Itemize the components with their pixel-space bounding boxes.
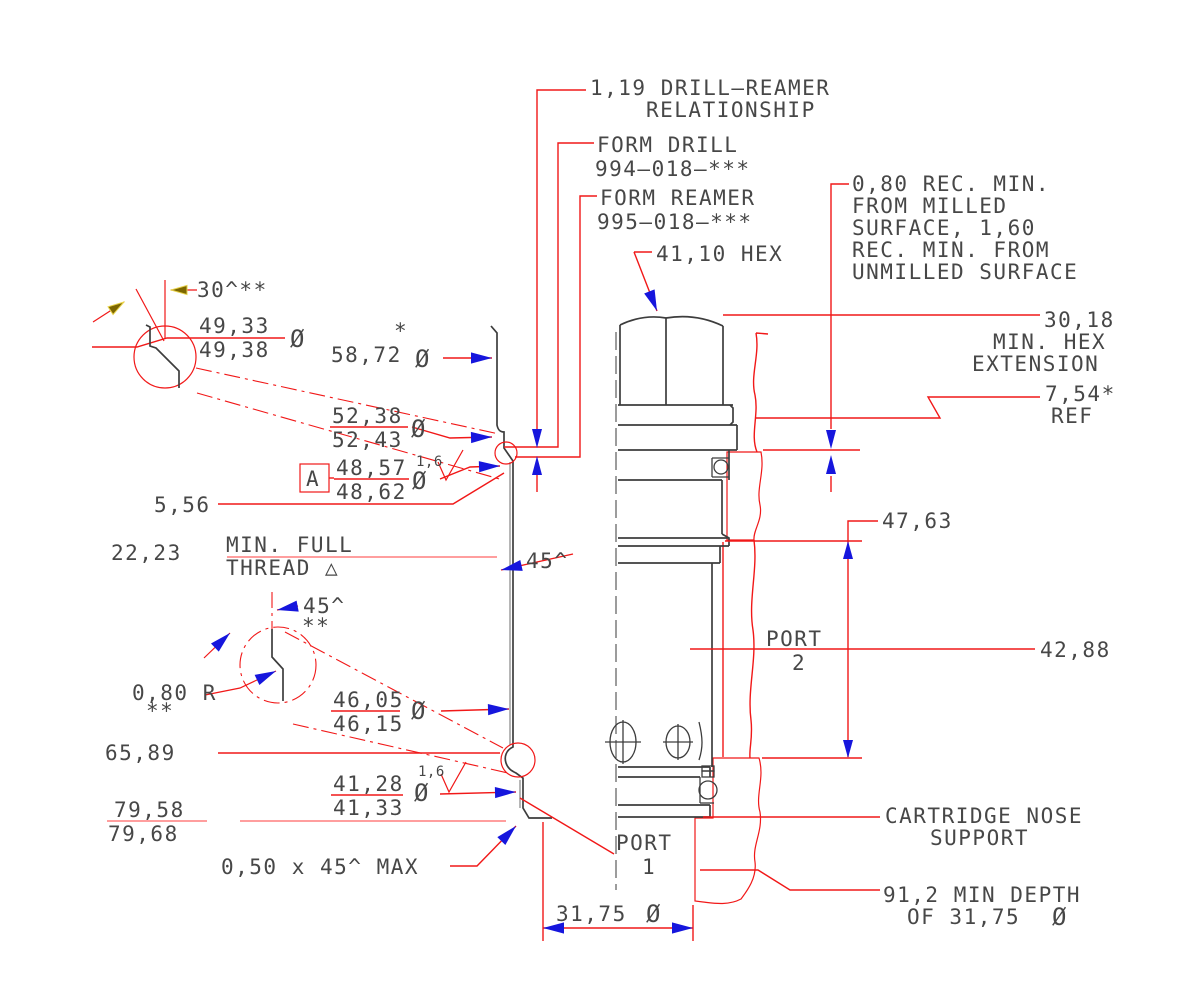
note-thread-line2: THREAD △	[226, 556, 339, 580]
dim-49-dia-symbol: Ø	[290, 325, 306, 353]
dim-angle-45-detail-line2: **	[302, 614, 330, 638]
cartridge-valve-body	[605, 315, 738, 818]
dim-79-lower: 79,68	[108, 822, 179, 846]
dim-48-lower: 48,62	[336, 480, 407, 504]
datum-a-box	[299, 463, 330, 493]
label-port2-line2: 2	[792, 651, 806, 675]
dim-48-upper: 48,57	[336, 456, 407, 480]
dim-radius-080-line2: **	[146, 699, 174, 723]
dim-52-lower: 52,43	[332, 428, 403, 452]
callout-hex: 41,10 HEX	[656, 242, 783, 266]
port2-dim-arrow-up	[843, 541, 853, 559]
dim-49-lower: 49,38	[199, 338, 270, 362]
detail-45deg-undercut	[203, 592, 536, 778]
undercut-groove-mark	[500, 742, 536, 778]
dim-hex-extension-value: 30,18	[1044, 308, 1115, 332]
dim-angle-45-thread: 45^	[526, 549, 568, 573]
dimension-lines	[92, 89, 1040, 941]
cross-drilled-ports	[605, 720, 703, 764]
callout-form-reamer-line1: FORM REAMER	[600, 186, 756, 210]
callout-drill-reamer-line2: RELATIONSHIP	[646, 98, 816, 122]
dim-49-upper: 49,33	[199, 314, 270, 338]
dim-31-75-dia-symbol: Ø	[646, 900, 662, 928]
dim-52-dia-symbol: Ø	[411, 415, 427, 443]
dim-ref-value: 7,54*	[1045, 382, 1116, 406]
surface-finish-symbol-48	[437, 449, 464, 482]
dim-angle-45-detail-line1: 45^	[303, 594, 345, 618]
dim-31-75: 31,75	[556, 902, 627, 926]
note-recess-line5: UNMILLED SURFACE	[852, 260, 1078, 284]
dim-52-upper: 52,38	[332, 404, 403, 428]
callout-form-reamer-line2: 995–018–***	[597, 210, 753, 234]
recess-arrow-upper	[826, 430, 836, 449]
dim-ref-label: REF	[1051, 404, 1093, 428]
note-recess-line3: SURFACE, 1,60	[852, 216, 1036, 240]
label-port1-line1: PORT	[616, 831, 673, 855]
port2-wall-break-line	[749, 539, 756, 759]
dim-58-dia-symbol: Ø	[415, 345, 431, 373]
dim-hex-extension-line3: EXTENSION	[972, 352, 1099, 376]
dim-58-star: *	[394, 319, 408, 343]
dim-41-upper: 41,28	[333, 772, 404, 796]
datum-a-letter: A	[306, 467, 320, 491]
dim-41-finish: 1,6	[418, 764, 445, 780]
note-nose-support-line1: CARTRIDGE NOSE	[885, 804, 1083, 828]
note-min-depth-dia-symbol: Ø	[1052, 903, 1068, 931]
port2-dim-arrow-down	[843, 740, 853, 758]
callout-form-drill-line2: 994–018–***	[595, 157, 751, 181]
dim-79-upper: 79,58	[114, 798, 185, 822]
light-dimension-lines	[107, 556, 506, 822]
lower-land-hatch	[694, 757, 762, 905]
dim-radius-080-line1: 0,80 R	[132, 681, 217, 705]
dim-47-63: 47,63	[882, 509, 953, 533]
dim-5-56: 5,56	[154, 493, 211, 517]
callout-drill-reamer-line1: 1,19 DRILL—REAMER	[590, 76, 830, 100]
dim-angle-30: 30^**	[197, 278, 268, 302]
note-min-depth-line1: 91,2 MIN DEPTH	[883, 883, 1081, 907]
dim-hex-extension-line2: MIN. HEX	[993, 330, 1106, 354]
drill-reamer-arrow-upper	[532, 429, 542, 448]
note-nose-support-line2: SUPPORT	[930, 826, 1029, 850]
nose-oring-assembly	[698, 765, 718, 804]
detail-30deg-corner	[92, 280, 518, 481]
dim-65-89: 65,89	[105, 741, 176, 765]
drill-reamer-arrow-lower	[532, 456, 542, 475]
annotations: 1,19 DRILL—REAMER RELATIONSHIP FORM DRIL…	[105, 76, 1116, 931]
dim-48-dia-symbol: Ø	[412, 467, 428, 495]
unmilled-step-break-line	[752, 332, 769, 453]
detail-views	[92, 280, 536, 778]
recess-arrow-lower	[826, 455, 836, 474]
dim-42-88: 42,88	[1040, 638, 1111, 662]
dim-48-finish: 1,6	[416, 454, 443, 470]
note-recess-line2: FROM MILLED	[852, 194, 1008, 218]
label-port1-line2: 1	[642, 855, 656, 879]
dim-58-value: 58,72	[331, 343, 402, 367]
note-recess-line4: REC. MIN. FROM	[852, 238, 1050, 262]
upper-land-hatch	[726, 451, 763, 541]
note-recess-line1: 0,80 REC. MIN.	[852, 172, 1050, 196]
label-port2-line1: PORT	[766, 627, 823, 651]
dim-22-23: 22,23	[111, 541, 182, 565]
note-thread-line1: MIN. FULL	[226, 533, 353, 557]
dim-chamfer-050: 0,50 x 45^ MAX	[221, 855, 419, 879]
dim-46-dia-symbol: Ø	[411, 697, 427, 725]
dim-46-upper: 46,05	[333, 688, 404, 712]
surface-finish-symbol-41	[440, 761, 467, 794]
cavity-profile	[490, 325, 552, 819]
dim-41-lower: 41,33	[333, 796, 404, 820]
seat-corner-mark	[494, 441, 518, 465]
callout-form-drill-line1: FORM DRILL	[597, 133, 738, 157]
note-min-depth-line2: OF 31,75	[907, 905, 1020, 929]
upper-oring	[713, 459, 729, 475]
dim-46-lower: 46,15	[333, 712, 404, 736]
dim-41-dia-symbol: Ø	[414, 779, 430, 807]
